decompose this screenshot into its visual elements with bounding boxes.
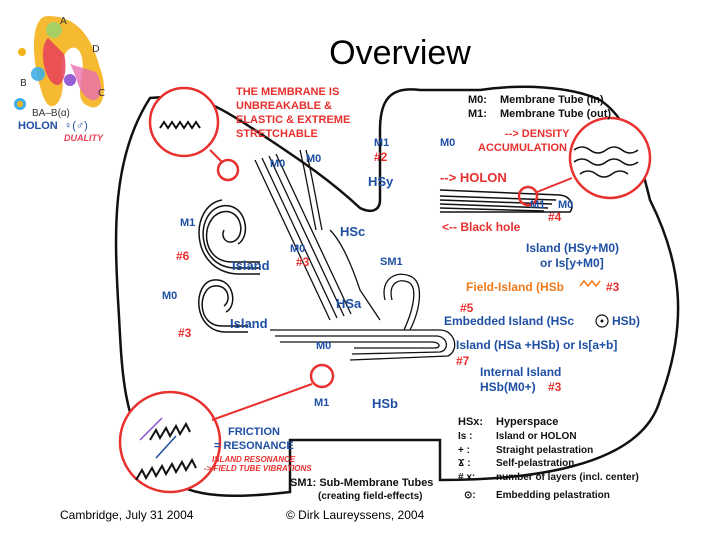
logo-formula: BA–B(ɑ) [32, 108, 70, 119]
zoom-target-membrane [216, 158, 240, 182]
field-wave-icon [579, 279, 601, 288]
label-m1m0-b: M0 [558, 199, 573, 211]
legend-val-5: Embedding pelastration [496, 490, 610, 501]
friction-2: = RESONANCE [214, 440, 294, 452]
label-n6: #6 [176, 249, 190, 263]
label-m0-low: M0 [316, 340, 331, 352]
legend-val-3: Self-pelastration [496, 458, 574, 469]
label-embedded: Embedded Island (HSc [444, 314, 574, 328]
label-hsy: HSy [368, 174, 394, 189]
label-m0-b: M0 [306, 153, 321, 165]
zoom-target-friction [309, 363, 335, 389]
legend-key-3: Ϫ : [458, 458, 471, 469]
label-m1-left: M1 [180, 217, 195, 229]
label-n3-d: #3 [548, 380, 562, 394]
island-resonance-1: ISLAND RESONANCE [212, 455, 296, 464]
label-hsa: HSa [336, 296, 362, 311]
membrane-wave [159, 120, 201, 130]
label-island-1: Island [232, 258, 270, 273]
zoom-circle-membrane [148, 86, 220, 158]
label-m0-top: M0 [440, 137, 455, 149]
label-m1m0: M1 [530, 199, 545, 211]
label-hsb-m0: HSb(M0+) [480, 380, 536, 394]
label-island-hsa: Island (HSa +HSb) or Is[a+b] [456, 338, 617, 352]
friction-1: FRICTION [228, 426, 280, 438]
top-tube [439, 189, 573, 213]
sm1-note-1: SM1: Sub-Membrane Tubes [290, 477, 433, 489]
membrane-note-4: STRETCHABLE [236, 128, 318, 140]
label-hsb-close: HSb) [612, 314, 640, 328]
legend-key-5: ⊙: [464, 490, 476, 501]
label-n5: #5 [460, 301, 474, 315]
label-or-is: or Is[y+M0] [540, 256, 604, 270]
logo: A D B C BA–B(ɑ) HOLON ♀(♂) DUALITY [8, 8, 118, 143]
legend-key-4: # x: [458, 472, 475, 483]
label-holon: --> HOLON [440, 170, 507, 185]
legend-val-1: Island or HOLON [496, 431, 577, 442]
label-island-hsy: Island (HSy+M0) [526, 241, 619, 255]
zoom-circle-density [568, 116, 652, 200]
density-1: --> DENSITY [505, 128, 570, 140]
island-loop-6 [198, 199, 260, 275]
logo-letter-a: A [60, 16, 67, 27]
island-loop-3 [198, 279, 248, 333]
embedding-icon [595, 314, 609, 328]
label-m1-top: M1 [374, 137, 389, 149]
legend-val-0: Hyperspace [496, 416, 558, 428]
membrane-note-1: THE MEMBRANE IS [236, 86, 339, 98]
label-island-2: Island [230, 316, 268, 331]
logo-letter-c: C [98, 88, 105, 99]
diagonal-tubes [254, 149, 352, 321]
membrane-note-2: UNBREAKABLE & [236, 100, 332, 112]
membrane-note-3: ELASTIC & EXTREME [236, 114, 350, 126]
legend-m0-val: Membrane Tube (in) [500, 94, 604, 106]
zoom-target-density [517, 185, 539, 207]
legend-key-1: Is : [458, 431, 472, 442]
island-resonance-2: -> FIELD TUBE VIBRATIONS [204, 464, 312, 473]
legend-val-4: number of layers (incl. center) [496, 472, 639, 483]
sm1-note-2: (creating field-effects) [318, 491, 422, 502]
label-n3-a: #3 [296, 255, 310, 269]
label-sm1: SM1 [380, 256, 403, 268]
label-m1-low: M1 [314, 397, 329, 409]
label-hsc: HSc [340, 224, 365, 239]
page-title: Overview [329, 34, 471, 72]
logo-letter-d: D [92, 44, 100, 55]
label-m0-mid: M0 [290, 243, 305, 255]
logo-letter-b: B [20, 78, 27, 89]
legend-m0-key: M0: [468, 94, 487, 106]
logo-graphic: A D B C BA–B(ɑ) HOLON ♀(♂) DUALITY [14, 16, 105, 143]
legend-val-2: Straight pelastration [496, 445, 593, 456]
label-m0-a: M0 [270, 158, 285, 170]
label-n3-c: #3 [178, 326, 192, 340]
logo-holon: HOLON [18, 120, 58, 132]
legend-m1-key: M1: [468, 108, 487, 120]
legend-bottom: HSx: Hyperspace Is : Island or HOLON + :… [458, 416, 639, 501]
legend-key-0: HSx: [458, 416, 483, 428]
label-n7: #7 [456, 354, 470, 368]
label-black-hole: <-- Black hole [442, 220, 521, 234]
legend-key-2: + : [458, 445, 470, 456]
logo-sym: ♀(♂) [64, 120, 88, 132]
label-field-island: Field-Island (HSb [466, 280, 564, 294]
central-tube-bundle [270, 229, 456, 361]
label-n2: #2 [374, 150, 388, 164]
label-n3-b: #3 [606, 280, 620, 294]
legend-m1-val: Membrane Tube (out) [500, 108, 611, 120]
label-m0-left: M0 [162, 290, 177, 302]
footer-center: © Dirk Laureyssens, 2004 [286, 508, 425, 522]
label-hsb: HSb [372, 396, 398, 411]
logo-duality: DUALITY [64, 133, 104, 143]
density-2: ACCUMULATION [478, 142, 567, 154]
label-internal: Internal Island [480, 365, 561, 379]
footer-left: Cambridge, July 31 2004 [60, 508, 194, 522]
label-n4: #4 [548, 210, 562, 224]
